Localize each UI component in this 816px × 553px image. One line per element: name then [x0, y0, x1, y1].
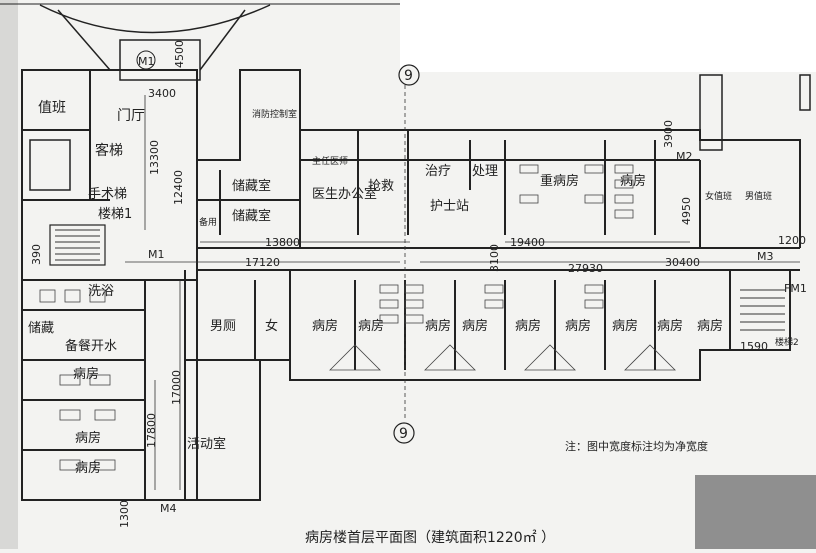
dim-3400: 3400	[148, 87, 176, 100]
room-side: 备用	[199, 216, 217, 228]
room-ward-3: 病房	[425, 318, 451, 334]
room-pantry: 备餐开水	[65, 338, 117, 354]
room-guest-elevator: 客梯	[95, 142, 123, 159]
room-stair1: 楼梯1	[98, 207, 132, 222]
room-ward-9: 病房	[697, 318, 723, 334]
walls	[0, 3, 811, 501]
dim-3100: 3100	[488, 244, 501, 272]
room-ward-small: 病房	[620, 173, 646, 189]
dim-1200: 1200	[778, 234, 806, 247]
dim-4500: 4500	[173, 40, 186, 68]
dimension-lines	[125, 85, 800, 490]
left-shadow	[0, 0, 18, 549]
room-treatment: 治疗	[425, 164, 451, 179]
dim-390: 390	[30, 244, 43, 265]
room-rescue: 抢救	[368, 178, 394, 194]
room-storage-left: 储藏	[28, 321, 54, 336]
door-m4: M4	[160, 502, 177, 515]
gray-patch	[695, 475, 816, 549]
room-disposal: 处理	[472, 164, 498, 179]
axis-label-bottom: 9	[399, 426, 408, 442]
dim-4950: 4950	[680, 197, 693, 225]
stair-lines	[55, 229, 785, 331]
room-surgery-elevator: 手术梯	[88, 187, 127, 202]
axis-bubble-top	[398, 64, 420, 86]
room-bath: 洗浴	[88, 284, 114, 299]
note-text: 注：图中宽度标注均为净宽度	[565, 439, 708, 453]
room-ward-left3: 病房	[75, 460, 101, 476]
dim-13300: 13300	[148, 140, 161, 175]
room-chief-doctor: 主任医师	[312, 155, 348, 167]
room-lobby: 门厅	[117, 108, 145, 124]
dim-1300: 1300	[118, 500, 131, 528]
room-duty: 值班	[38, 100, 66, 116]
room-ward-left1: 病房	[73, 366, 99, 382]
room-storage2: 储藏室	[232, 208, 271, 224]
drawing-title: 病房楼首层平面图（建筑面积1220㎡ ）	[305, 530, 555, 546]
dim-17000: 17000	[170, 370, 183, 405]
dim-27930: 27930	[568, 262, 603, 275]
room-ward-1: 病房	[312, 318, 338, 334]
dim-3900: 3900	[662, 120, 675, 148]
room-ward-6: 病房	[565, 318, 591, 334]
dim-17800: 17800	[145, 413, 158, 448]
door-m1-side: M1	[148, 248, 165, 261]
dim-19400: 19400	[510, 236, 545, 249]
room-activity: 活动室	[187, 436, 226, 452]
door-bubble-m1	[136, 50, 156, 70]
dim-13800: 13800	[265, 236, 300, 249]
room-storage1: 储藏室	[232, 178, 271, 194]
dim-1590: 1590	[740, 340, 768, 353]
room-ward-7: 病房	[612, 318, 638, 334]
room-men-toilet: 男厕	[210, 319, 236, 334]
axis-bubble-bottom	[393, 422, 415, 444]
dim-30400: 30400	[665, 256, 700, 269]
door-m1-top: M1	[138, 55, 155, 68]
blank-area	[400, 0, 816, 72]
dim-17120: 17120	[245, 256, 280, 269]
room-ward-left2: 病房	[75, 430, 101, 446]
room-ward-5: 病房	[515, 318, 541, 334]
room-nurse-station: 护士站	[430, 199, 469, 214]
beds	[39, 164, 676, 471]
room-ward-2: 病房	[358, 318, 384, 334]
room-female-duty: 女值班	[705, 190, 732, 202]
door-fm1: FM1	[784, 282, 807, 295]
door-m3: M3	[757, 250, 774, 263]
room-women-toilet: 女	[265, 318, 278, 334]
room-fire-control: 消防控制室	[252, 108, 297, 120]
room-male-duty: 男值班	[745, 190, 772, 202]
room-doctor-office: 医生办公室	[312, 186, 377, 202]
axis-label-top: 9	[404, 68, 413, 84]
room-ward-8: 病房	[657, 318, 683, 334]
room-ward-4: 病房	[462, 318, 488, 334]
door-m2: M2	[676, 150, 693, 163]
room-icu-ward: 重病房	[540, 173, 579, 189]
dim-12400: 12400	[172, 170, 185, 205]
room-stair2: 楼梯2	[775, 336, 799, 348]
